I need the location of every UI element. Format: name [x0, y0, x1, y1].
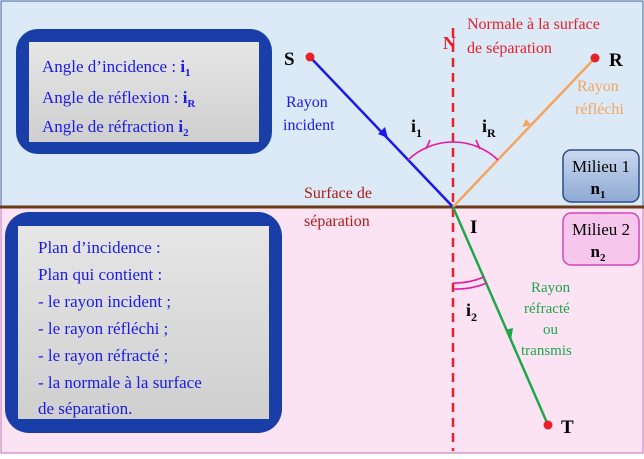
- point-S-label: S: [284, 49, 295, 70]
- milieu-2-box: [562, 212, 640, 266]
- info-top-line-2: Angle de réflexion : iR: [42, 88, 196, 110]
- reflected-ray-arrow: [522, 119, 531, 127]
- surface-label-line2: séparation: [304, 213, 370, 230]
- angle-i1-label: i1: [411, 116, 422, 140]
- info-bottom-line: - le rayon incident ;: [38, 292, 171, 311]
- point-N-label: N: [443, 33, 456, 53]
- surface-label-line1: Surface de: [304, 185, 372, 202]
- info-box-bottom: [18, 226, 269, 419]
- info-bottom-line: de séparation.: [38, 399, 132, 418]
- milieu-2-label: Milieu 2: [572, 220, 630, 239]
- incident-ray-arrow: [378, 127, 388, 138]
- info-bottom-line: Plan qui contient :: [38, 265, 162, 284]
- info-bottom-line: - le rayon réfracté ;: [38, 346, 168, 365]
- incident-label-line1: Rayon: [286, 94, 328, 111]
- milieu-1-index: n1: [591, 179, 606, 201]
- point-T-label: T: [561, 417, 574, 438]
- reflected-ray: [452, 57, 596, 208]
- angle-i2-label: i2: [466, 300, 477, 324]
- point-S: [305, 52, 315, 62]
- refracte-label-line3: ou: [543, 322, 559, 338]
- refracte-label-line4: transmis: [521, 343, 572, 359]
- info-top-line-3: Angle de réfraction i2: [42, 117, 189, 139]
- angle-arc-refraction-outer: [452, 276, 485, 284]
- angle-tick-i1: [425, 139, 431, 150]
- refracte-label-line2: réfracté: [524, 301, 570, 317]
- milieu-1-label: Milieu 1: [572, 157, 630, 176]
- milieu-1-box: [562, 149, 640, 203]
- info-bottom-line: - la normale à la surface: [38, 373, 202, 392]
- angle-arc-incidence-reflection: [407, 141, 499, 161]
- info-box-top: [29, 42, 259, 142]
- point-T: [543, 420, 553, 430]
- milieu-2-index: n2: [591, 242, 606, 264]
- normale-label-line2: de séparation: [467, 40, 552, 57]
- info-bottom-line: Plan d’incidence :: [38, 238, 161, 257]
- info-bottom-line: - le rayon réfléchi ;: [38, 319, 168, 338]
- angle-tick-iR: [475, 139, 481, 150]
- refracted-ray: [451, 206, 550, 426]
- point-R: [590, 53, 600, 63]
- reflechi-label-line1: Rayon: [577, 78, 619, 95]
- info-top-line-1: Angle d’incidence : i1: [42, 57, 191, 79]
- refracte-label-line1: Rayon: [531, 280, 571, 296]
- point-R-label: R: [609, 50, 623, 71]
- reflechi-label-line2: réfléchi: [575, 101, 624, 118]
- angle-iR-label: iR: [482, 116, 496, 140]
- refracted-ray-arrow: [505, 328, 513, 340]
- info-bottom-text: Plan d’incidence : Plan qui contient : -…: [38, 238, 202, 418]
- point-I-label: I: [470, 217, 477, 238]
- angle-arc-refraction-inner: [452, 282, 488, 290]
- normale-label-line1: Normale à la surface: [467, 16, 600, 33]
- incident-label-line2: incident: [283, 117, 335, 134]
